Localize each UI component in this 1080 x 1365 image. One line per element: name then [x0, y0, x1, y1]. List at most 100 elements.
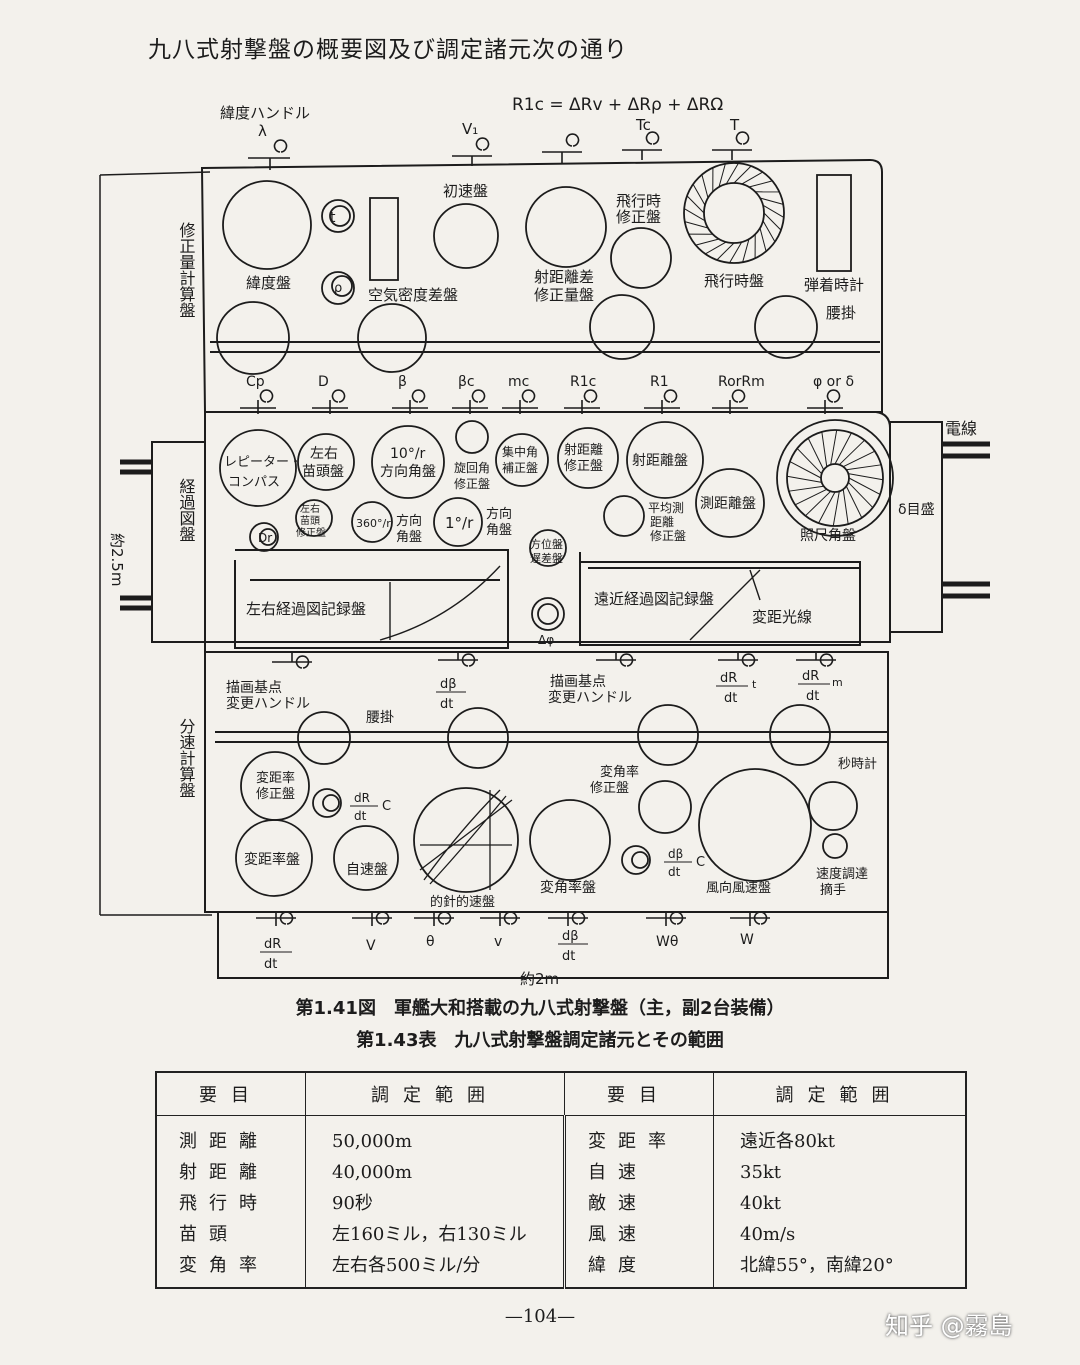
- middle-handle-label: φ or δ: [813, 374, 854, 390]
- middle-handle-label: β: [398, 374, 407, 390]
- dir10-label-2: 方向角盤: [380, 464, 436, 480]
- avg-corr-label-3: 修正盤: [650, 528, 686, 543]
- bearing-lag-label-2: 遅差盤: [530, 551, 563, 565]
- target-speed-plot: [419, 789, 513, 890]
- dimension-lines: [99, 171, 888, 979]
- range-diff-label-1: 射距離差: [534, 268, 594, 286]
- fn-record-label: 遠近経過図記録盤: [594, 590, 714, 608]
- ring-tick: [763, 212, 782, 231]
- speed-knob-label-1: 速度調達: [816, 866, 868, 882]
- dbdtc-num: dβ: [668, 847, 683, 861]
- own-speed-label: 自速盤: [346, 862, 388, 878]
- right-item: 風速: [588, 1224, 648, 1245]
- ring-tick: [741, 171, 763, 185]
- left-items: 測距離 射距離 飛行時 苗頭 変角率: [156, 1115, 306, 1288]
- ring-tick: [733, 165, 752, 184]
- right-value: 遠近各80kt: [740, 1131, 836, 1152]
- lower-dials: [235, 704, 858, 897]
- drdt-t-sub: t: [752, 678, 757, 691]
- lr-record-label: 左右経過図記録盤: [246, 600, 366, 618]
- dr-label: Dr: [258, 531, 272, 545]
- cabinet-outlines: [151, 158, 943, 979]
- lower-handle-shapes: [272, 652, 836, 669]
- right-value: 35kt: [740, 1162, 782, 1183]
- bh-vsmall: v: [494, 934, 502, 950]
- air-density-label: 空気密度差盤: [368, 286, 458, 304]
- record-traces: [379, 565, 761, 641]
- base2-label-2: 変更ハンドル: [548, 689, 632, 706]
- delta-phi-label: Δφ: [538, 633, 554, 647]
- middle-handle-label: R1c: [570, 374, 596, 390]
- ring-tick: [848, 477, 881, 495]
- left-values: 50,000m 40,000m 90秒 左160ミル，右130ミル 左右各500…: [305, 1115, 566, 1288]
- initial-speed-label: 初速盤: [443, 182, 488, 200]
- sight-label: 照尺角盤: [800, 528, 856, 544]
- ring-tick: [686, 195, 705, 214]
- watermark: 知乎 @霧島: [885, 1312, 1013, 1340]
- left-item: 射距離: [179, 1162, 269, 1183]
- section-correction: 修正量計算盤: [177, 222, 196, 318]
- koshikake-upper: 腰掛: [826, 304, 856, 322]
- ring-tick: [786, 475, 822, 483]
- bow-angle-label-1: 左右: [310, 446, 338, 462]
- left-value: 40,000m: [332, 1162, 413, 1183]
- right-items: 変距率 自速 敵速 風速 緯度: [564, 1115, 714, 1288]
- dir-angle-label-1: 方向: [396, 513, 422, 529]
- middle-handle-shape: [564, 389, 600, 414]
- left-value: 50,000m: [332, 1131, 413, 1152]
- flight-time-corr-label-2: 修正盤: [616, 208, 661, 226]
- ar-corr-label-2: 修正盤: [590, 781, 629, 796]
- ring-tick: [848, 473, 884, 481]
- rr-corr-label-1: 変距率: [256, 770, 295, 786]
- spec-table-body: 測距離 射距離 飛行時 苗頭 変角率 50,000m 40,000m 90秒 左…: [156, 1115, 967, 1288]
- section-course: 経過図盤: [177, 478, 196, 542]
- header-item-left: 要目: [156, 1072, 306, 1116]
- page-heading: 九八式射撃盤の概要図及び調定諸元次の通り: [148, 37, 628, 63]
- drdt-t-num: dR: [720, 671, 737, 686]
- ring-tick: [762, 220, 776, 242]
- header-range-right: 調定範囲: [713, 1072, 967, 1116]
- turn-corr-label-1: 旋回角: [454, 461, 490, 475]
- left-item: 測距離: [179, 1131, 269, 1152]
- middle-handle-label: Cp: [246, 374, 265, 390]
- spec-table: 要目 調定範囲 要目 調定範囲 測距離 射距離 飛行時 苗頭 変角率 50,00…: [155, 1071, 967, 1289]
- ring-tick: [716, 242, 735, 261]
- avg-corr-label-2: 距離: [650, 515, 674, 529]
- size-horizontal: 約2m: [520, 970, 559, 988]
- ar-corr-label-1: 変角率: [600, 764, 639, 780]
- right-value: 40kt: [740, 1193, 782, 1214]
- ring-tick: [683, 208, 706, 222]
- one-r-label: 1°/r: [445, 514, 474, 532]
- ring-tick: [818, 491, 836, 524]
- ring-tick: [846, 464, 882, 471]
- ring-tick: [796, 448, 823, 475]
- bh-drdt-num: dR: [264, 937, 281, 952]
- ring-tick: [725, 162, 739, 185]
- rr-label: 変距率盤: [244, 851, 300, 868]
- flight-time-label: 飛行時盤: [704, 272, 764, 290]
- ring-tick: [838, 439, 865, 466]
- flight-time-corr-label-1: 飛行時: [616, 192, 661, 210]
- bearing-lag-label-1: 方位盤: [530, 537, 563, 551]
- drdt-m-num: dR: [802, 669, 819, 684]
- wind-label: 風向風速盤: [706, 880, 771, 896]
- middle-handle-shape: [312, 389, 348, 414]
- wire-label: 電線: [945, 419, 977, 438]
- bh-w: W: [740, 932, 754, 948]
- bow-corr-label-2: 苗頭: [300, 515, 320, 527]
- drdt-t-den: dt: [724, 691, 737, 706]
- dir-angle2-label-2: 角盤: [486, 523, 512, 538]
- range-diff-label-2: 修正量盤: [534, 286, 594, 304]
- middle-handle-shape: [807, 389, 843, 414]
- drdt-m-sub: m: [832, 676, 843, 689]
- fire-control-table-diagram: 約2.5m 約2m 電線 R1c = ΔRv + ΔRρ + ΔRΩ 緯度ハンド…: [99, 95, 990, 988]
- conc-corr-label-2: 補正盤: [502, 461, 538, 475]
- middle-dials: [219, 419, 894, 631]
- dbeta-den: dt: [440, 697, 453, 712]
- dbdtc-den: dt: [668, 865, 681, 879]
- middle-handle-shape: [452, 389, 488, 414]
- right-item: 緯度: [588, 1255, 648, 1276]
- middle-handle-shape: [644, 389, 680, 414]
